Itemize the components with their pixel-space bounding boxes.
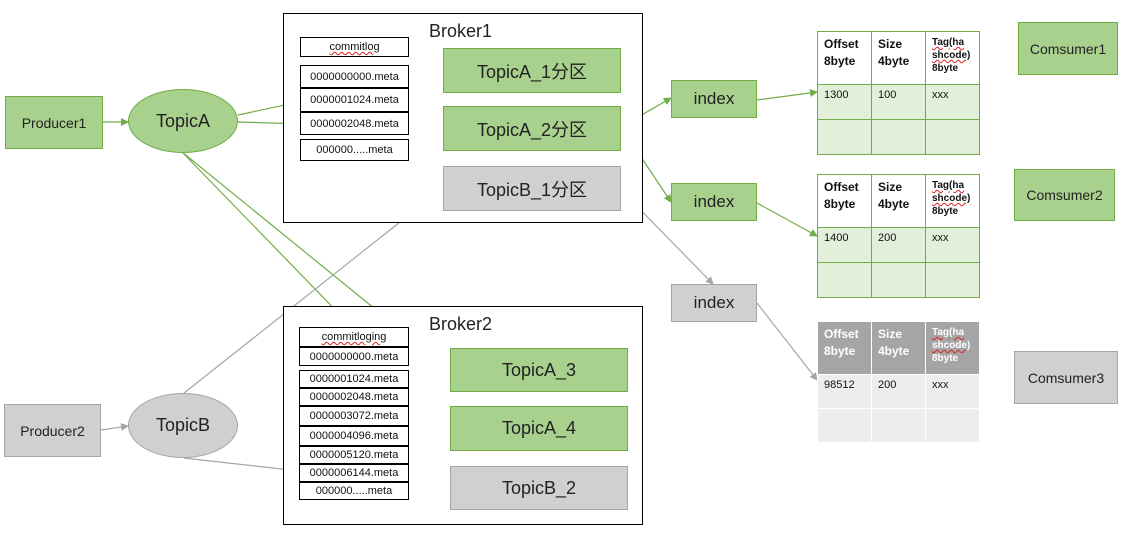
partition-topicb1[interactable]: TopicB_1分区 — [443, 166, 621, 211]
broker2-file-meta: 0000002048.meta — [299, 388, 409, 406]
broker1-file-meta: 0000001024.meta — [300, 88, 409, 112]
broker2-file-label: 0000003072.meta — [309, 410, 399, 422]
broker2-file-commitloging: commitloging — [299, 327, 409, 347]
broker1-file-label: 0000001024.meta — [310, 94, 399, 106]
cell-empty — [925, 262, 980, 298]
topica-label: TopicA — [155, 110, 211, 131]
broker2-file-label: 0000002048.meta — [309, 391, 399, 403]
cell-empty — [871, 408, 926, 443]
cell-tag: xxx — [925, 227, 980, 263]
edge-index3-table3 — [756, 302, 818, 381]
broker1-file-label: 000000.....meta — [316, 144, 393, 156]
broker2-file-label: 0000006144.meta — [309, 467, 399, 479]
edge-index2-table2 — [756, 202, 818, 237]
cell-offset: 98512 — [817, 374, 872, 409]
broker2-file-meta: 0000006144.meta — [299, 464, 409, 482]
consumer2-node[interactable]: Comsumer2 — [1014, 169, 1115, 221]
cell-size: 200 — [871, 227, 926, 263]
broker2-file-label: 0000001024.meta — [309, 373, 399, 385]
partition-topica2[interactable]: TopicA_2分区 — [443, 106, 621, 151]
index-label: index — [693, 293, 735, 312]
broker2-file-meta: 0000005120.meta — [299, 446, 409, 464]
broker2-file-label: 0000004096.meta — [309, 430, 399, 442]
broker2-file-meta: 0000003072.meta — [299, 406, 409, 426]
broker1-file-label: commitlog — [329, 41, 380, 53]
broker1-file-meta: 0000002048.meta — [300, 112, 409, 135]
broker1-file-label: 0000002048.meta — [310, 117, 399, 130]
broker1-title: Broker1 — [429, 21, 493, 41]
broker1-file-label: 0000000000.meta — [310, 70, 399, 83]
edge-producer2-topicb — [100, 423, 129, 431]
consumer1-label: Comsumer1 — [1029, 40, 1107, 57]
partition-label: TopicB_2 — [501, 477, 577, 498]
broker2-file-label: 000000.....meta — [315, 485, 393, 497]
broker2-file-label: commitloging — [321, 331, 387, 343]
broker1-file-meta: 000000.....meta — [300, 139, 409, 161]
index-box-3[interactable]: index — [671, 284, 757, 322]
broker2-file-meta: 0000004096.meta — [299, 426, 409, 446]
partition-label: TopicB_1分区 — [476, 179, 588, 200]
index-box-2[interactable]: index — [671, 183, 757, 221]
broker2-file-meta: 0000001024.meta — [299, 370, 409, 388]
index-box-1[interactable]: index — [671, 80, 757, 118]
broker1-file-meta: 0000000000.meta — [300, 65, 409, 88]
broker2-title: Broker2 — [429, 314, 493, 334]
cell-offset: 1400 — [817, 227, 872, 263]
cell-empty — [925, 408, 980, 443]
broker2-file-meta: 0000000000.meta — [299, 347, 409, 366]
cell-empty — [925, 119, 980, 155]
cell-size: 100 — [871, 84, 926, 120]
partition-label: TopicA_4 — [501, 418, 577, 438]
topicb-label: TopicB — [155, 415, 211, 435]
partition-topicb2[interactable]: TopicB_2 — [450, 466, 628, 510]
broker2-file-meta: 000000.....meta — [299, 482, 409, 500]
cell-empty — [817, 262, 872, 298]
consumer1-node[interactable]: Comsumer1 — [1018, 22, 1118, 75]
cell-size: 200 — [871, 374, 926, 409]
index-label: index — [693, 89, 735, 108]
partition-label: TopicA_3 — [501, 359, 577, 380]
topica-node[interactable]: TopicA — [128, 89, 238, 153]
broker2-file-label: 0000000000.meta — [309, 350, 399, 363]
partition-topica1[interactable]: TopicA_1分区 — [443, 48, 621, 93]
partition-topica4[interactable]: TopicA_4 — [450, 406, 628, 451]
cell-empty — [871, 262, 926, 298]
broker1-file-commitlog: commitlog — [300, 37, 409, 57]
partition-label: TopicA_2分区 — [476, 119, 588, 140]
cell-tag: xxx — [925, 84, 980, 120]
producer2-label: Producer2 — [20, 422, 85, 439]
cell-empty — [817, 408, 872, 443]
cell-empty — [871, 119, 926, 155]
consumer3-label: Comsumer3 — [1027, 369, 1105, 386]
partition-topica3[interactable]: TopicA_3 — [450, 348, 628, 392]
consumer3-node[interactable]: Comsumer3 — [1014, 351, 1118, 404]
index-label: index — [693, 192, 735, 211]
cell-tag: xxx — [925, 374, 980, 409]
cell-empty — [817, 119, 872, 155]
edge-index1-table1 — [756, 88, 818, 101]
cell-offset: 1300 — [817, 84, 872, 120]
producer1-label: Producer1 — [21, 114, 87, 131]
broker2-file-label: 0000005120.meta — [309, 449, 399, 461]
topicb-node[interactable]: TopicB — [128, 393, 238, 458]
producer2-node[interactable]: Producer2 — [4, 404, 101, 457]
producer1-node[interactable]: Producer1 — [5, 96, 103, 149]
consumer2-label: Comsumer2 — [1026, 187, 1103, 203]
partition-label: TopicA_1分区 — [476, 61, 588, 82]
